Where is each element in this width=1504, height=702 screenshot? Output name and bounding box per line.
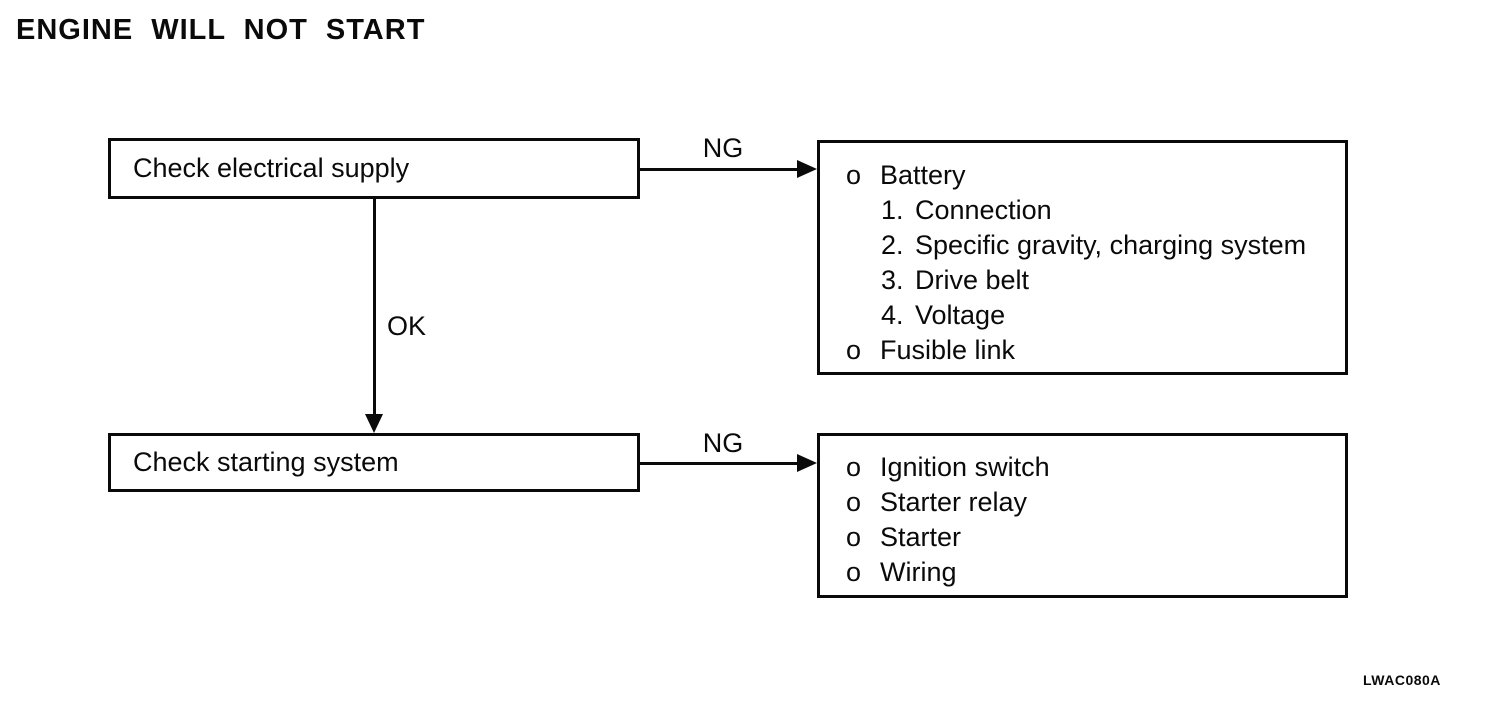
result-box-starting-system: o Ignition switch o Starter relay o Star… [817,433,1348,598]
list-item-text: Specific gravity, charging system [915,230,1307,260]
page-title: ENGINE WILL NOT START [16,14,426,46]
list-item-marker: 3. [881,265,904,295]
list-item-marker: 2. [881,230,904,260]
list-item: 1. Connection [820,193,1345,228]
arrowhead-ng-2 [797,454,817,472]
result-box-electrical-supply: o Battery 1. Connection 2. Specific grav… [817,140,1348,375]
list-item-marker: o [846,557,862,587]
list-item: o Starter relay [820,485,1345,520]
list-item-text: Wiring [880,557,957,587]
list-item: 3. Drive belt [820,263,1345,298]
list-item-text: Connection [915,195,1052,225]
result-list-starting: o Ignition switch o Starter relay o Star… [820,450,1345,590]
list-item-text: Starter [880,522,962,552]
list-item: 2. Specific gravity, charging system [820,228,1345,263]
list-item: o Fusible link [820,333,1345,368]
list-item-text: Battery [880,160,966,190]
flowchart-node-check-starting-system: Check starting system [108,433,640,492]
flowchart-node-check-electrical-supply: Check electrical supply [108,138,640,199]
edge-label-ng-1: NG [702,133,744,163]
arrow-line-ok [373,199,376,416]
list-item-text: Fusible link [880,335,1016,365]
list-item-marker: o [846,487,862,517]
list-item: o Starter [820,520,1345,555]
list-item-marker: o [846,335,862,365]
arrowhead-ng-1 [797,160,817,178]
list-item-marker: o [846,522,862,552]
list-item: o Ignition switch [820,450,1345,485]
list-item: o Battery [820,158,1345,193]
list-item-text: Drive belt [915,265,1030,295]
list-item: 4. Voltage [820,298,1345,333]
arrow-line-ng-2 [640,462,800,465]
node-label: Check electrical supply [133,153,410,183]
edge-label-ok: OK [387,311,427,341]
arrowhead-ok [365,414,383,433]
node-label: Check starting system [133,447,399,477]
list-item-marker: o [846,452,862,482]
list-item: o Wiring [820,555,1345,590]
list-item-text: Starter relay [880,487,1028,517]
list-item-text: Voltage [915,300,1006,330]
list-item-marker: o [846,160,862,190]
list-item-marker: 1. [881,195,904,225]
list-item-text: Ignition switch [880,452,1050,482]
edge-label-ng-2: NG [702,428,744,458]
list-item-marker: 4. [881,300,904,330]
figure-code: LWAC080A [1363,672,1441,688]
arrow-line-ng-1 [640,168,800,171]
result-list-electrical: o Battery 1. Connection 2. Specific grav… [820,158,1345,368]
